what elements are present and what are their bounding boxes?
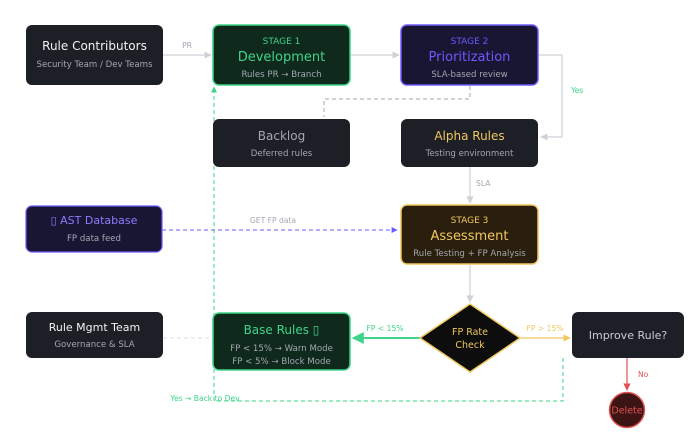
node-assessment[interactable]: STAGE 3 Assessment Rule Testing + FP Ana…	[400, 204, 539, 265]
node-prioritization[interactable]: STAGE 2 Prioritization SLA-based review	[400, 24, 539, 86]
node-delete-title: Delete	[611, 406, 642, 417]
node-fp-rate-check-line1: FP Rate	[452, 327, 488, 338]
node-development-title: Development	[238, 50, 326, 65]
node-delete[interactable]: Delete	[608, 391, 646, 429]
edge-label-pr: PR	[182, 41, 193, 50]
node-rule-mgmt-team-title: Rule Mgmt Team	[49, 321, 141, 334]
edge-prioritization-alpha	[538, 54, 563, 141]
node-fp-rate-check-line2: Check	[455, 340, 485, 351]
node-rule-contributors-sub: Security Team / Dev Teams	[36, 60, 153, 70]
node-rule-contributors[interactable]: Rule Contributors Security Team / Dev Te…	[26, 25, 163, 85]
edge-label-no: No	[638, 370, 649, 379]
node-backlog-title: Backlog	[258, 129, 305, 143]
node-fp-rate-check[interactable]: FP Rate Check	[418, 303, 522, 373]
node-rule-contributors-title: Rule Contributors	[42, 39, 147, 53]
node-ast-database-sub: FP data feed	[67, 234, 121, 244]
node-assessment-sub: Rule Testing + FP Analysis	[413, 249, 526, 259]
node-base-rules-sub2: FP < 5% → Block Mode	[232, 357, 330, 367]
node-alpha-rules[interactable]: Alpha Rules Testing environment	[401, 119, 538, 167]
node-ast-database-title: ▯ AST Database	[51, 214, 138, 227]
node-base-rules-title: Base Rules ▯	[244, 323, 320, 337]
node-prioritization-stage: STAGE 2	[451, 37, 489, 47]
edge-label-get-fp: GET FP data	[250, 216, 296, 225]
node-alpha-rules-title: Alpha Rules	[434, 129, 504, 143]
edge-label-fp-low: FP < 15%	[366, 324, 403, 333]
node-improve-rule[interactable]: Improve Rule?	[572, 312, 684, 358]
edge-label-fp-high: FP > 15%	[526, 324, 563, 333]
node-improve-rule-title: Improve Rule?	[589, 329, 668, 342]
edge-label-sla: SLA	[476, 179, 491, 188]
node-base-rules[interactable]: Base Rules ▯ FP < 15% → Warn Mode FP < 5…	[212, 312, 351, 371]
node-base-rules-sub1: FP < 15% → Warn Mode	[230, 344, 333, 354]
node-assessment-title: Assessment	[431, 229, 509, 244]
edge-label-yes: Yes	[570, 86, 583, 95]
node-assessment-stage: STAGE 3	[451, 216, 489, 226]
node-development[interactable]: STAGE 1 Development Rules PR → Branch	[212, 24, 351, 86]
node-ast-database[interactable]: ▯ AST Database FP data feed	[25, 205, 163, 253]
node-rule-mgmt-team-sub: Governance & SLA	[54, 340, 134, 350]
node-prioritization-title: Prioritization	[429, 50, 511, 65]
node-prioritization-sub: SLA-based review	[431, 70, 507, 80]
edge-prioritization-backlog	[323, 86, 471, 117]
node-backlog-sub: Deferred rules	[251, 149, 313, 159]
node-rule-mgmt-team[interactable]: Rule Mgmt Team Governance & SLA	[26, 312, 163, 358]
edge-label-back-to-dev: Yes → Back to Dev	[169, 394, 240, 403]
node-backlog[interactable]: Backlog Deferred rules	[213, 119, 350, 167]
edge-improve-development	[211, 86, 564, 402]
node-development-sub: Rules PR → Branch	[241, 70, 321, 80]
node-development-stage: STAGE 1	[263, 37, 301, 47]
node-alpha-rules-sub: Testing environment	[425, 149, 514, 159]
